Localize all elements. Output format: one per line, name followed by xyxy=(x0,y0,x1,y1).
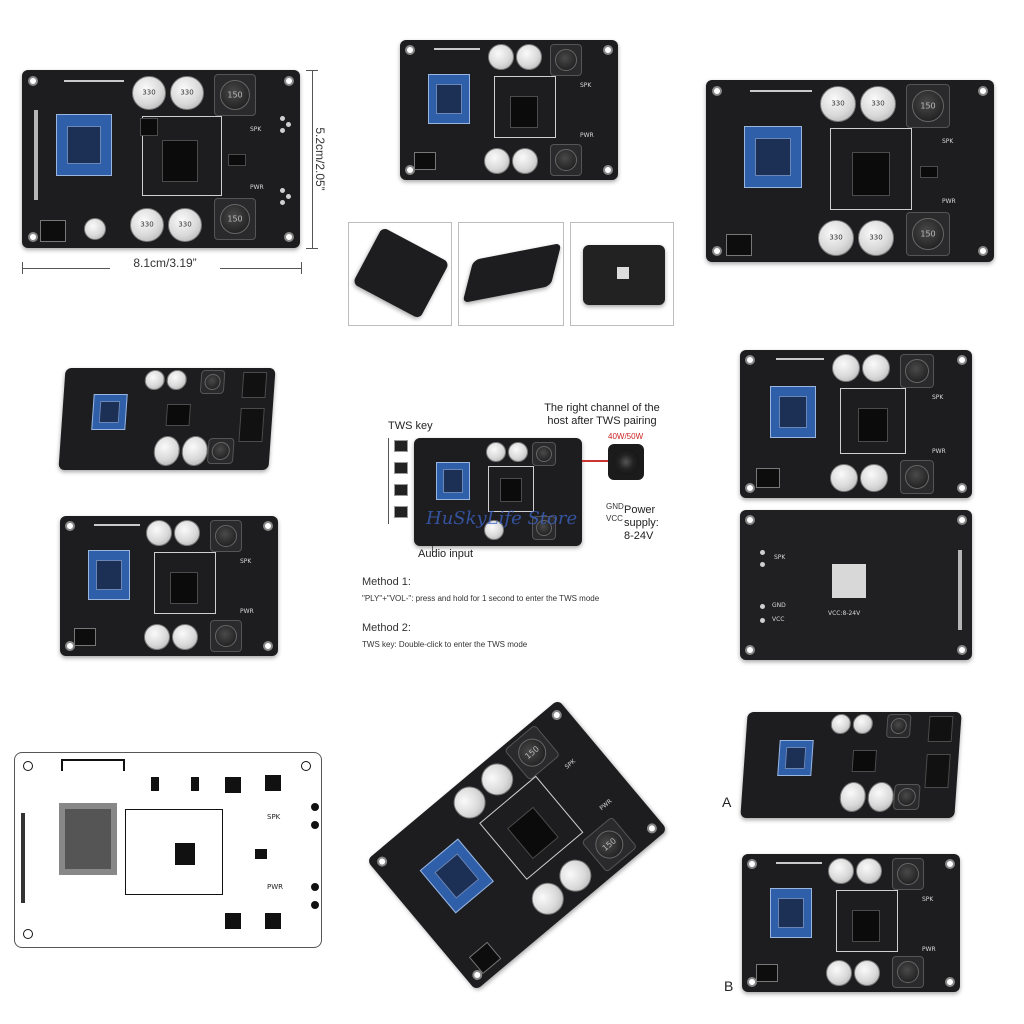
method-1-title: Method 1: xyxy=(362,576,411,588)
bluetooth-module xyxy=(56,114,112,176)
board-outline-diagram: SPK PWR xyxy=(14,752,322,948)
audio-input-label: Audio input xyxy=(418,548,474,560)
width-dimension-tick-right xyxy=(301,262,302,274)
method-2-title: Method 2: xyxy=(362,622,411,634)
thumbnail-3[interactable] xyxy=(570,222,674,326)
board-wiring-diagram xyxy=(414,438,582,546)
method-1-text: "PLY"+"VOL-": press and hold for 1 secon… xyxy=(362,594,600,603)
vcc-label: VCC xyxy=(606,514,623,523)
bluetooth-module xyxy=(91,394,128,430)
right-channel-label: The right channel of the host after TWS … xyxy=(544,402,660,427)
width-dimension-tick-left xyxy=(22,262,23,274)
tws-button-2[interactable] xyxy=(394,462,408,474)
board-back-side: SPK GND VCC VCC:8-24V xyxy=(740,510,972,660)
tws-key-buttons xyxy=(388,438,412,524)
board-bottom-center-rotated: 150 150 SPK PWR xyxy=(366,699,668,991)
store-watermark: HuSkyLife Store xyxy=(426,508,578,529)
height-dimension-label: 5.2cm/2.05” xyxy=(313,127,327,191)
audio-input-wire xyxy=(432,546,433,556)
speaker-icon xyxy=(608,444,644,480)
board-top-center: SPK PWR xyxy=(400,40,618,180)
bluetooth-module xyxy=(419,838,494,914)
bluetooth-module xyxy=(744,126,802,188)
width-dimension-label: 8.1cm/3.19” xyxy=(110,256,220,270)
board-variant-a xyxy=(740,712,962,818)
board-left-flat: SPK PWR xyxy=(60,516,278,656)
bluetooth-module xyxy=(436,462,470,500)
gnd-label: GND xyxy=(606,502,624,511)
speaker-wire xyxy=(582,460,608,462)
board-top-right: 330 330 330 330 150 150 SPK PWR xyxy=(706,80,994,262)
tws-button-1[interactable] xyxy=(394,440,408,452)
height-dimension-tick-top xyxy=(306,70,318,71)
height-dimension-tick-bottom xyxy=(306,248,318,249)
bluetooth-module xyxy=(777,740,814,776)
variant-b-label: B xyxy=(724,978,734,994)
tws-button-3[interactable] xyxy=(394,484,408,496)
bluetooth-module xyxy=(428,74,470,124)
board-left-angled xyxy=(58,368,276,470)
bluetooth-module xyxy=(770,888,812,938)
height-dimension-line xyxy=(312,70,313,248)
board-variant-b: SPK PWR xyxy=(742,854,960,992)
thumbnail-1[interactable] xyxy=(348,222,452,326)
method-2-text: TWS key: Double-click to enter the TWS m… xyxy=(362,640,528,649)
board-right-flat: SPK PWR xyxy=(740,350,972,498)
speaker-power-label: 40W/50W xyxy=(608,432,644,441)
board-top-left: 330 330 330 330 150 150 SPK PWR xyxy=(22,70,300,248)
variant-a-label: A xyxy=(722,794,732,810)
thumbnail-2[interactable] xyxy=(458,222,564,326)
power-supply-label: Power supply: 8-24V xyxy=(624,504,659,542)
bluetooth-module xyxy=(88,550,130,600)
tws-button-4[interactable] xyxy=(394,506,408,518)
bluetooth-module xyxy=(770,386,816,438)
tws-key-label: TWS key xyxy=(388,420,433,432)
